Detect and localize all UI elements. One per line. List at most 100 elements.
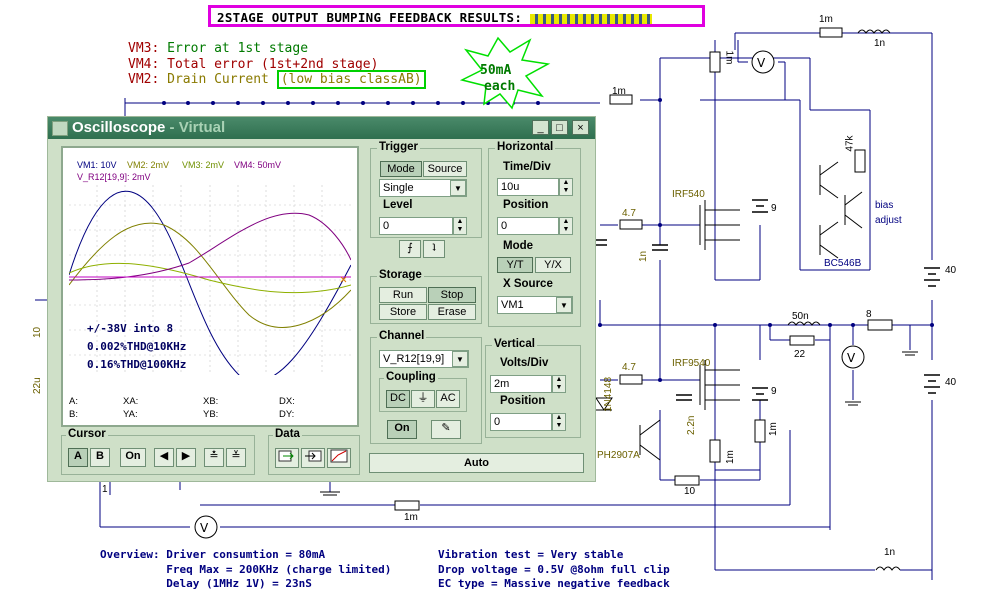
- label-r-8: 8: [866, 309, 872, 320]
- svg-text:V: V: [200, 521, 209, 535]
- maximize-button[interactable]: □: [551, 120, 568, 135]
- star-label-2: each: [484, 79, 516, 94]
- oscilloscope-window[interactable]: Oscilloscope - Virtual _ □ × VM1: 10V VM…: [47, 116, 596, 482]
- minimize-button[interactable]: _: [532, 120, 549, 135]
- timediv-spinner[interactable]: ▲▼: [559, 178, 573, 196]
- label-r-47k: 47k: [844, 135, 856, 152]
- chevron-down-icon[interactable]: ▼: [556, 297, 572, 313]
- data-plot-icon[interactable]: [327, 448, 351, 468]
- cursor-left-icon[interactable]: ◀: [154, 448, 174, 467]
- cursor-up-icon[interactable]: ≛: [204, 448, 224, 467]
- label-l-1n-bottom: 1n: [884, 547, 896, 558]
- auto-button[interactable]: Auto: [369, 453, 584, 473]
- trigger-falling-edge-button[interactable]: ʇ: [423, 240, 445, 258]
- pencil-icon[interactable]: ✎: [431, 420, 461, 439]
- label-r-1m-b: 1m: [723, 50, 735, 65]
- data-export-icon[interactable]: [301, 448, 325, 468]
- label-c-22u: 22u: [32, 377, 43, 394]
- cursor-readout-dy: DY:: [279, 409, 295, 420]
- legend-vm4: VM4: 50mV: [234, 160, 282, 170]
- h-position-label: Position: [503, 199, 549, 211]
- spec-note-2: 0.002%THD@10KHz: [87, 340, 187, 353]
- channel-select[interactable]: V_R12[19,9]: [379, 350, 469, 368]
- horizontal-panel: Horizontal Time/Div 10u ▲▼ Position 0 ▲▼…: [488, 141, 581, 327]
- data-import-icon[interactable]: [275, 448, 299, 468]
- window-titlebar[interactable]: Oscilloscope - Virtual _ □ ×: [48, 117, 595, 139]
- cursor-panel: Cursor A B On ◀ ▶ ≛ ≚: [61, 428, 255, 475]
- close-button[interactable]: ×: [572, 120, 589, 135]
- mode-yx-button[interactable]: Y/X: [535, 257, 571, 273]
- label-irf9540: IRF9540: [672, 358, 711, 369]
- cursor-b-button[interactable]: B: [90, 448, 110, 467]
- coupling-gnd-button[interactable]: ⏚: [411, 390, 435, 408]
- h-position-input[interactable]: 0: [497, 217, 559, 235]
- vm4-line: VM4: Total error (1st+2nd stage): [128, 57, 378, 72]
- vm3-label: VM3:: [128, 41, 160, 56]
- coupling-dc-button[interactable]: DC: [386, 390, 410, 408]
- v-position-input[interactable]: 0: [490, 413, 552, 431]
- store-button[interactable]: Store: [379, 304, 427, 320]
- overview-line-3: Delay (1MHz 1V) = 23nS: [100, 577, 312, 590]
- channel-on-button[interactable]: On: [387, 420, 417, 439]
- label-r-22: 22: [794, 349, 806, 360]
- cursor-title: Cursor: [66, 428, 108, 440]
- erase-button[interactable]: Erase: [428, 304, 476, 320]
- run-button[interactable]: Run: [379, 287, 427, 303]
- label-c-1n: 1n: [638, 250, 649, 262]
- voltsdiv-label: Volts/Div: [500, 357, 549, 369]
- cursor-right-icon[interactable]: ▶: [176, 448, 196, 467]
- vm2-line: VM2: Drain Current (low bias classAB): [128, 70, 426, 89]
- trigger-rising-edge-button[interactable]: ⨍: [399, 240, 421, 258]
- coupling-title: Coupling: [384, 371, 438, 383]
- label-r-4-7-b: 4.7: [622, 362, 636, 373]
- coupling-panel: Coupling DC ⏚ AC: [379, 371, 467, 412]
- h-position-spinner[interactable]: ▲▼: [559, 217, 573, 235]
- label-adjust: adjust: [875, 215, 902, 226]
- label-r-1: 1: [102, 484, 108, 495]
- v-position-spinner[interactable]: ▲▼: [552, 413, 566, 431]
- window-title: Oscilloscope - Virtual: [72, 119, 226, 136]
- voltsdiv-spinner[interactable]: ▲▼: [552, 375, 566, 393]
- trigger-mode-select[interactable]: Single: [379, 179, 467, 197]
- vm2-label: VM2:: [128, 72, 160, 87]
- label-battery-40-a: 40: [945, 265, 957, 276]
- starburst-shape: [459, 36, 551, 110]
- data-panel: Data: [268, 428, 360, 475]
- trigger-level-spinner[interactable]: ▲▼: [453, 217, 467, 235]
- timediv-input[interactable]: 10u: [497, 178, 559, 196]
- label-battery-9-a: 9: [771, 203, 777, 214]
- voltsdiv-input[interactable]: 2m: [490, 375, 552, 393]
- vm3-line: VM3: Error at 1st stage: [128, 41, 308, 56]
- label-r-10-bottom: 10: [684, 486, 696, 497]
- label-1n4148: 1N4148: [603, 376, 614, 412]
- cursor-a-button[interactable]: A: [68, 448, 88, 467]
- channel-panel: Channel V_R12[19,9] ▼ Coupling DC ⏚ AC O…: [370, 330, 482, 444]
- trigger-title: Trigger: [377, 141, 420, 153]
- svg-text:V: V: [847, 351, 856, 365]
- coupling-ac-button[interactable]: AC: [436, 390, 460, 408]
- chevron-down-icon[interactable]: ▼: [452, 351, 468, 367]
- label-r-1m-a: 1m: [612, 86, 626, 97]
- cursor-down-icon[interactable]: ≚: [226, 448, 246, 467]
- chevron-down-icon[interactable]: ▼: [450, 180, 466, 196]
- stop-button[interactable]: Stop: [428, 287, 476, 303]
- cursor-on-button[interactable]: On: [120, 448, 146, 467]
- cursor-readout-dx: DX:: [279, 396, 295, 407]
- storage-title: Storage: [377, 269, 424, 281]
- overview-line-2: Freq Max = 200KHz (charge limited): [100, 563, 392, 576]
- scope-display[interactable]: VM1: 10V VM2: 2mV VM3: 2mV VM4: 50mV V_R…: [61, 146, 359, 427]
- star-label-1: 50mA: [480, 63, 512, 78]
- mode-yt-button[interactable]: Y/T: [497, 257, 533, 273]
- label-r-4-7-a: 4.7: [622, 208, 636, 219]
- summary-line-2: Drop voltage = 0.5V @8ohm full clip: [438, 563, 670, 576]
- cursor-readout-ya: YA:: [123, 409, 138, 420]
- window-system-icon[interactable]: [52, 121, 68, 136]
- label-bias: bias: [875, 200, 894, 211]
- label-c-2-2n: 2.2n: [686, 415, 697, 435]
- xsource-select[interactable]: VM1: [497, 296, 573, 314]
- trigger-panel: Trigger Mode Source Single ▼ Level 0 ▲▼: [370, 141, 482, 238]
- label-r-1m-right: 1m: [768, 422, 779, 436]
- trigger-mode-button[interactable]: Mode: [380, 161, 422, 177]
- trigger-source-button[interactable]: Source: [423, 161, 467, 177]
- trigger-level-input[interactable]: 0: [379, 217, 453, 235]
